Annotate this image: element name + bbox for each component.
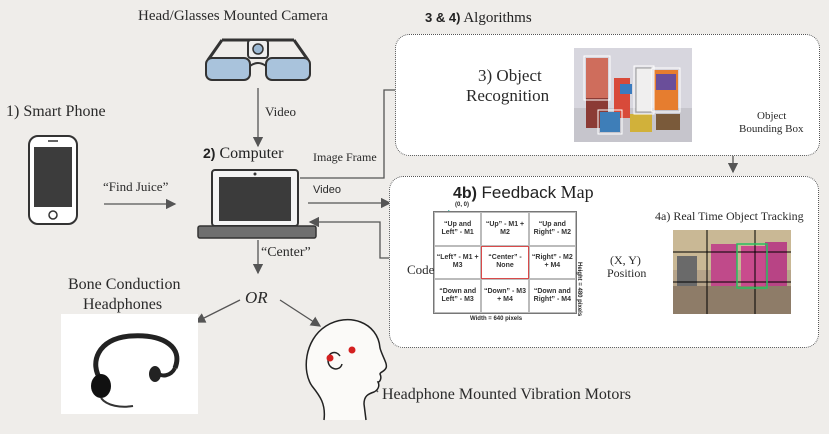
grid-width-label: Width = 640 pixels xyxy=(470,316,523,322)
glasses-icon xyxy=(205,38,311,81)
object-bbox-label-2: Bounding Box xyxy=(739,123,804,135)
or-label: OR xyxy=(245,288,268,307)
smartphone-icon xyxy=(28,135,78,225)
vibration-motor-dot-1 xyxy=(326,354,334,362)
computer-label: Computer xyxy=(219,145,284,162)
grid-cell-up-right: “Up and Right” - M2 xyxy=(528,212,576,246)
grid-cell-up-left: “Up and Left” - M1 xyxy=(434,212,482,246)
head-profile-icon xyxy=(305,318,388,421)
recognition-photo xyxy=(574,48,692,142)
grid-origin-label: (0, 0) xyxy=(455,202,470,208)
xy-label-2: Position xyxy=(607,266,647,280)
xy-label-1: (X, Y) xyxy=(610,253,641,267)
video-vertical-label: Video xyxy=(265,104,296,119)
grid-cell-down-right: “Down and Right” - M4 xyxy=(528,279,576,313)
grid-cell-right: “Right” - M2 + M4 xyxy=(528,245,576,280)
vibration-motors-label: Headphone Mounted Vibration Motors xyxy=(382,386,631,403)
algorithms-title: 3 & 4) Algorithms xyxy=(425,10,532,27)
arrow-or-to-bone xyxy=(194,299,241,323)
object-bbox-label-1: Object xyxy=(757,110,787,122)
grid-cell-down: “Down” - M3 + M4 xyxy=(481,279,529,313)
object-recognition-label-1: 3) Object xyxy=(478,66,542,85)
find-juice-label: “Find Juice” xyxy=(103,179,169,194)
grid-cell-up: “Up” - M1 + M2 xyxy=(481,212,529,246)
algorithms-number: 3 & 4) xyxy=(425,10,461,25)
grid-cell-left: “Left” - M1 + M3 xyxy=(434,245,482,280)
grid-cell-down-left: “Down and Left” - M3 xyxy=(434,279,482,313)
arrow-or-to-vibration xyxy=(279,299,322,327)
feedback-number: 4b) xyxy=(453,185,477,202)
tracking-label: 4a) Real Time Object Tracking xyxy=(655,209,804,223)
bone-conduction-label-1: Bone Conduction xyxy=(68,276,181,293)
vibration-motor-dot-2 xyxy=(348,346,356,354)
tracking-photo xyxy=(673,230,791,314)
bone-conduction-label-2: Headphones xyxy=(83,296,163,313)
computer-title: 2) Computer xyxy=(203,145,283,163)
feedback-label: Feedback xyxy=(481,183,557,202)
feedback-title: 4b) Feedback Map xyxy=(453,182,594,203)
algorithms-label: Algorithms xyxy=(463,10,532,26)
headphones-photo xyxy=(61,314,198,414)
grid-height-label: Height = 480 pixels xyxy=(576,262,582,317)
object-recognition-label-2: Recognition xyxy=(466,86,550,105)
camera-label: Head/Glasses Mounted Camera xyxy=(138,8,328,24)
image-frame-label: Image Frame xyxy=(313,150,377,164)
feedback-map-label: Map xyxy=(560,182,594,202)
center-label: “Center” xyxy=(261,245,311,260)
laptop-icon xyxy=(197,169,317,239)
smart-phone-label: 1) Smart Phone xyxy=(6,103,106,120)
code-label: Code xyxy=(407,262,435,277)
video-horizontal-label: Video xyxy=(313,184,341,196)
feedback-grid: “Up and Left” - M1 “Up” - M1 + M2 “Up an… xyxy=(433,211,577,314)
computer-number: 2) xyxy=(203,145,216,161)
grid-cell-center: “Center” - None xyxy=(481,245,529,280)
